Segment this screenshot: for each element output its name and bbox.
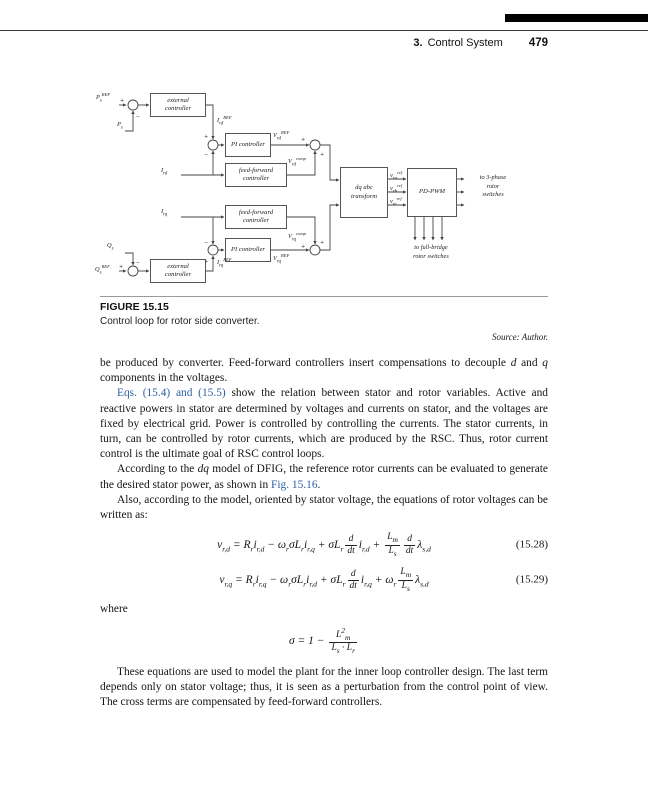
annotation-full-bridge-switches: to full-bridge rotor switches [413,244,449,260]
block-label: dq abc [355,184,373,192]
block-feedforward-controller-top: feed-forward controller [225,163,287,187]
sum-junction-voltage-q [309,244,321,256]
sum2-plus-sign: + [204,134,208,140]
block-label: feed-forward controller [238,208,274,224]
block-label: PI controller [231,245,265,253]
figure-rule [100,296,548,297]
paragraph-1: be produced by converter. Feed-forward c… [100,356,548,386]
signal-vrq-ref: VrqREF [273,253,290,265]
paragraph-text: be produced by converter. Feed-forward c… [100,357,511,369]
paragraph-text: components in the voltages. [100,372,228,385]
figure-caption: Control loop for rotor side converter. [100,316,260,327]
sum3-plus-sign-bottom: + [320,152,324,158]
block-external-controller-top: external controller [150,93,206,117]
sum1-minus-sign: − [136,114,140,120]
block-pi-controller-bottom: PI controller [225,238,271,262]
italic-d: d [510,357,517,369]
chapter-title: Control System [427,37,503,49]
block-label: PI controller [231,140,265,148]
block-pd-pwm: PD-PWM [407,168,457,217]
annotation-three-phase-switches: to 3-phase rotor switches [479,174,507,198]
signal-vra-ref: vraref [390,170,403,182]
block-feedforward-controller-bottom: feed-forward controller [225,205,287,229]
block-label: transform [350,192,377,200]
link-fig-15-16[interactable]: Fig. 15.16 [271,478,318,491]
paragraph-text: model of DFIG, the reference rotor curre… [100,463,548,491]
sum6-plus-sign-top: + [320,240,324,246]
figure-15-15-diagram: + − + − + + + − − + + + external control… [95,85,565,299]
signal-qs: Qs [107,242,114,252]
signal-irq-ref: IrqREF [217,257,232,269]
sum-junction-voltage-d [309,139,321,151]
signal-ps-ref: PsREF [96,92,111,104]
diagram-connectors [119,103,465,273]
where-label: where [100,603,128,616]
sum-signs: + − + − + + + − − + + + [119,98,324,270]
signal-vrb-ref: vrbref [390,183,403,195]
paragraph-text: . [317,478,321,491]
sum4-minus-sign: − [136,260,140,266]
sum-junction-power-d [127,99,139,111]
signal-vrd-ref: VrdREF [273,130,290,142]
italic-q: q [542,357,548,369]
signal-irq: Irq [161,208,168,218]
sum-junction-power-q [127,265,139,277]
body-text: be produced by converter. Feed-forward c… [100,356,548,710]
signal-ird-ref: IrdREF [217,115,232,127]
sum4-plus-sign: + [119,264,123,270]
sum-junction-current-d [207,139,219,151]
page-header: 3. Control System 479 [413,37,548,49]
figure-label: FIGURE 15.15 [100,301,169,313]
sum1-plus-sign: + [120,98,124,104]
diagram-wiring-svg: + − + − + + + − − + + + [119,98,465,277]
equation-number: (15.29) [515,573,548,586]
chapter-number: 3. [413,37,423,49]
italic-dq: dq [197,463,209,476]
sum5-plus-sign: + [204,259,208,265]
block-label: PD-PWM [419,188,445,196]
figure-source: Source: Author. [492,332,548,342]
block-label: feed-forward controller [238,166,274,182]
sum3-plus-sign-left: + [301,137,305,143]
header-accent-bar [505,14,648,22]
paragraph-text: According to the [117,463,198,476]
sum5-minus-sign: − [204,240,208,246]
paragraph-4: Also, according to the model, oriented b… [100,493,548,522]
link-eqs-15-4-15-5[interactable]: Eqs. (15.4) and (15.5) [117,387,226,400]
signal-ird: Ird [161,167,168,177]
signal-qs-ref: QsREF [95,264,110,276]
sum6-plus-sign-left: + [301,244,305,250]
block-external-controller-bottom: external controller [150,259,206,283]
block-pi-controller-top: PI controller [225,133,271,157]
signal-ps: Ps [117,121,123,131]
paragraph-5: These equations are used to model the pl… [100,665,548,709]
sum-junction-current-q [207,244,219,256]
page-number: 479 [528,37,548,49]
signal-vrq-comp: Vrqcomp [288,231,306,243]
paragraph-3: According to the dq model of DFIG, the r… [100,462,548,492]
header-rule [0,30,648,31]
paragraph-2: Eqs. (15.4) and (15.5) show the relation… [100,386,548,462]
signal-vrc-ref: vrcref [390,196,402,208]
signal-vrd-comp: Vrdcomp [288,156,306,168]
sum2-minus-sign: − [204,152,208,158]
equation-number: (15.28) [515,538,548,551]
block-label: external controller [164,96,192,112]
paragraph-text: show the relation between stator and rot… [100,387,549,461]
block-label: external controller [164,262,192,278]
paragraph-text: and [516,357,543,369]
summing-junctions [127,99,321,277]
